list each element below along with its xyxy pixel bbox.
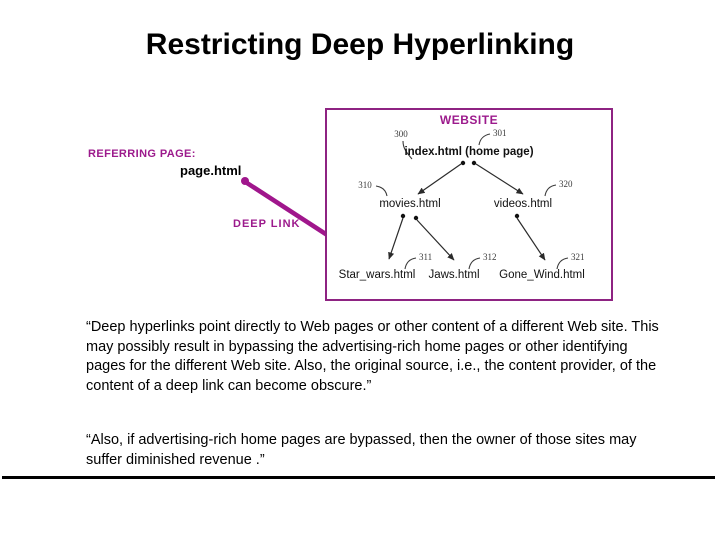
- diagram-node-videos: videos.html: [494, 198, 552, 210]
- bottom-divider: [2, 476, 715, 479]
- diagram-node-jaws: Jaws.html: [428, 269, 479, 281]
- diagram-node-gone-wind: Gone_Wind.html: [499, 269, 585, 281]
- diagram-ref-301: 301: [493, 128, 507, 138]
- diagram-ref-300: 300: [394, 129, 408, 139]
- quote-paragraph-1: “Deep hyperlinks point directly to Web p…: [86, 319, 659, 394]
- referring-page-label: REFERRING PAGE:: [88, 148, 196, 160]
- diagram-node-movies: movies.html: [379, 198, 440, 210]
- diagram-node-index: index.html (home page): [404, 146, 533, 158]
- diagram-node-star-wars: Star_wars.html: [339, 269, 416, 281]
- diagram-ref-312: 312: [483, 252, 497, 262]
- website-tree-diagram: 300 301 index.html (home page) 310 320 m…: [339, 128, 585, 281]
- diagram-ref-310: 310: [358, 180, 372, 190]
- quote-paragraph-2: “Also, if advertising-rich home pages ar…: [86, 432, 637, 468]
- referring-page-filename: page.html: [180, 163, 242, 178]
- website-caption: WEBSITE: [439, 113, 499, 127]
- deep-link-label: DEEP LINK: [233, 218, 301, 230]
- diagram-ref-321: 321: [571, 252, 585, 262]
- diagram-ref-311: 311: [419, 252, 432, 262]
- diagram-ref-320: 320: [559, 179, 573, 189]
- page-title: Restricting Deep Hyperlinking: [145, 28, 575, 61]
